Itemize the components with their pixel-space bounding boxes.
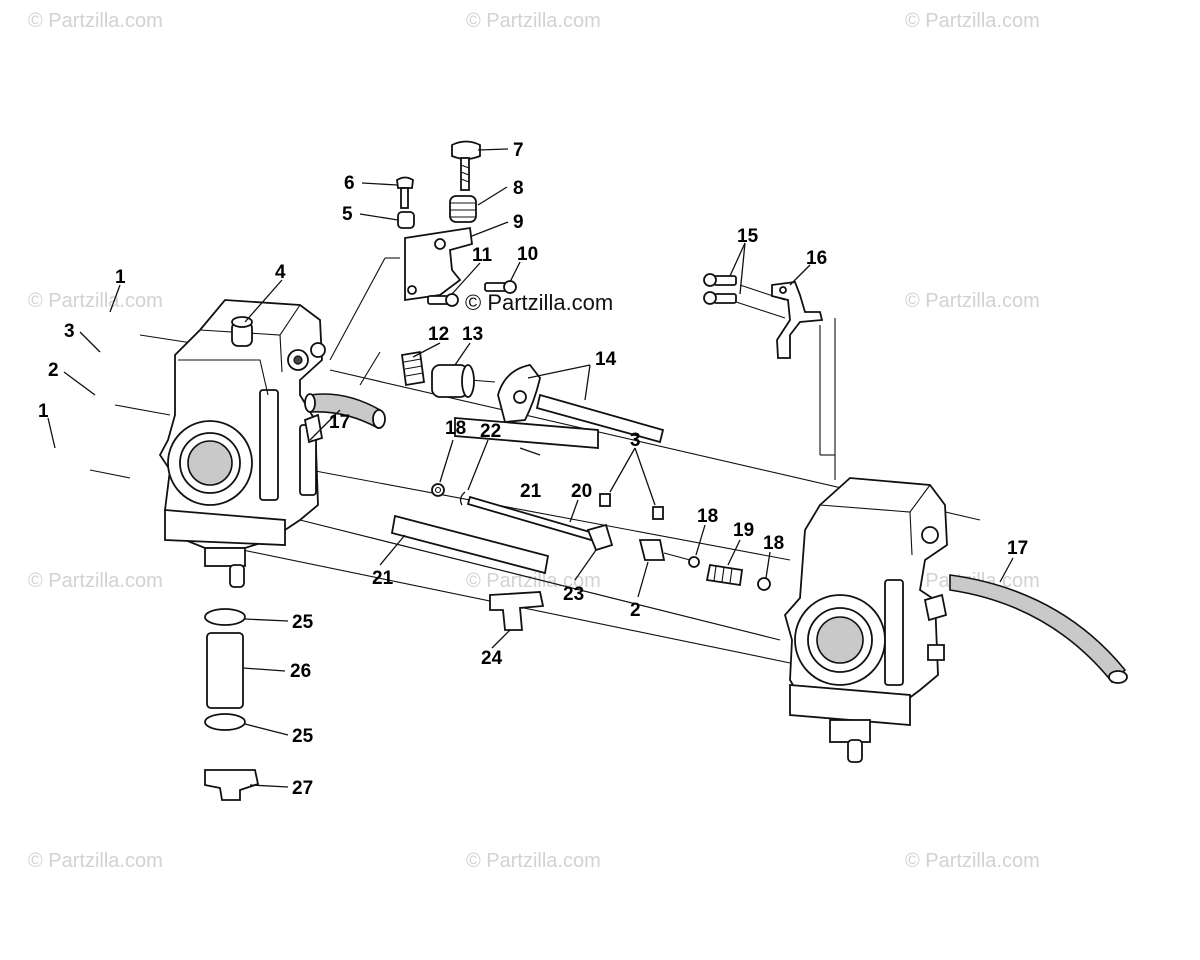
callout-7: 7 bbox=[513, 140, 524, 161]
callout-19: 19 bbox=[733, 520, 754, 541]
watermark: © Partzilla.com bbox=[28, 850, 163, 872]
bracket-assembly bbox=[703, 273, 824, 359]
right-carburetor bbox=[784, 477, 948, 763]
watermark: © Partzilla.com bbox=[905, 290, 1040, 312]
callout-21: 21 bbox=[520, 481, 542, 502]
callout-3: 3 bbox=[64, 321, 75, 342]
watermark: © Partzilla.com bbox=[28, 290, 163, 312]
watermark-center: © Partzilla.com bbox=[465, 290, 613, 315]
fittings bbox=[204, 591, 545, 801]
watermark: © Partzilla.com bbox=[28, 10, 163, 32]
callout-24: 24 bbox=[481, 648, 503, 669]
watermark-layer: © Partzilla.com © Partzilla.com © Partzi… bbox=[28, 10, 1040, 872]
callout-6: 6 bbox=[344, 173, 355, 194]
callout-1: 1 bbox=[115, 267, 126, 288]
callout-18: 18 bbox=[697, 506, 718, 527]
watermark: © Partzilla.com bbox=[28, 570, 163, 592]
callout-labels: 7 6 8 5 9 10 11 4 1 3 2 1 12 13 14 15 16… bbox=[38, 140, 1028, 799]
callout-14: 14 bbox=[595, 349, 617, 370]
left-carburetor bbox=[158, 299, 326, 588]
callout-8: 8 bbox=[513, 178, 524, 199]
callout-5: 5 bbox=[342, 204, 353, 225]
center-parts-12-14 bbox=[390, 350, 665, 575]
watermark: © Partzilla.com bbox=[905, 10, 1040, 32]
callout-21: 21 bbox=[372, 568, 394, 589]
callout-11: 11 bbox=[472, 245, 493, 266]
throttle-shaft-assembly bbox=[431, 483, 771, 591]
callout-10: 10 bbox=[517, 244, 538, 265]
callout-20: 20 bbox=[571, 481, 592, 502]
fuel-hoses bbox=[304, 393, 1128, 684]
callout-2: 2 bbox=[48, 360, 59, 381]
callout-4: 4 bbox=[275, 262, 286, 283]
watermark: © Partzilla.com bbox=[466, 10, 601, 32]
callout-23: 23 bbox=[563, 584, 584, 605]
callout-27: 27 bbox=[292, 778, 313, 799]
callout-3: 3 bbox=[630, 430, 641, 451]
callout-18: 18 bbox=[763, 533, 784, 554]
callout-26: 26 bbox=[290, 661, 311, 682]
callout-25: 25 bbox=[292, 726, 314, 747]
callout-13: 13 bbox=[462, 324, 483, 345]
callout-17: 17 bbox=[329, 412, 350, 433]
callout-25: 25 bbox=[292, 612, 314, 633]
callout-22: 22 bbox=[480, 421, 501, 442]
callout-18: 18 bbox=[445, 418, 466, 439]
callout-16: 16 bbox=[806, 248, 827, 269]
watermark: © Partzilla.com bbox=[466, 850, 601, 872]
watermark: © Partzilla.com bbox=[905, 850, 1040, 872]
leader-lines bbox=[47, 148, 1014, 788]
callout-1: 1 bbox=[38, 401, 49, 422]
callout-2: 2 bbox=[630, 600, 641, 621]
upper-linkage bbox=[396, 140, 517, 307]
callout-17: 17 bbox=[1007, 538, 1028, 559]
callout-9: 9 bbox=[513, 212, 524, 233]
callout-15: 15 bbox=[737, 226, 759, 247]
callout-12: 12 bbox=[428, 324, 449, 345]
